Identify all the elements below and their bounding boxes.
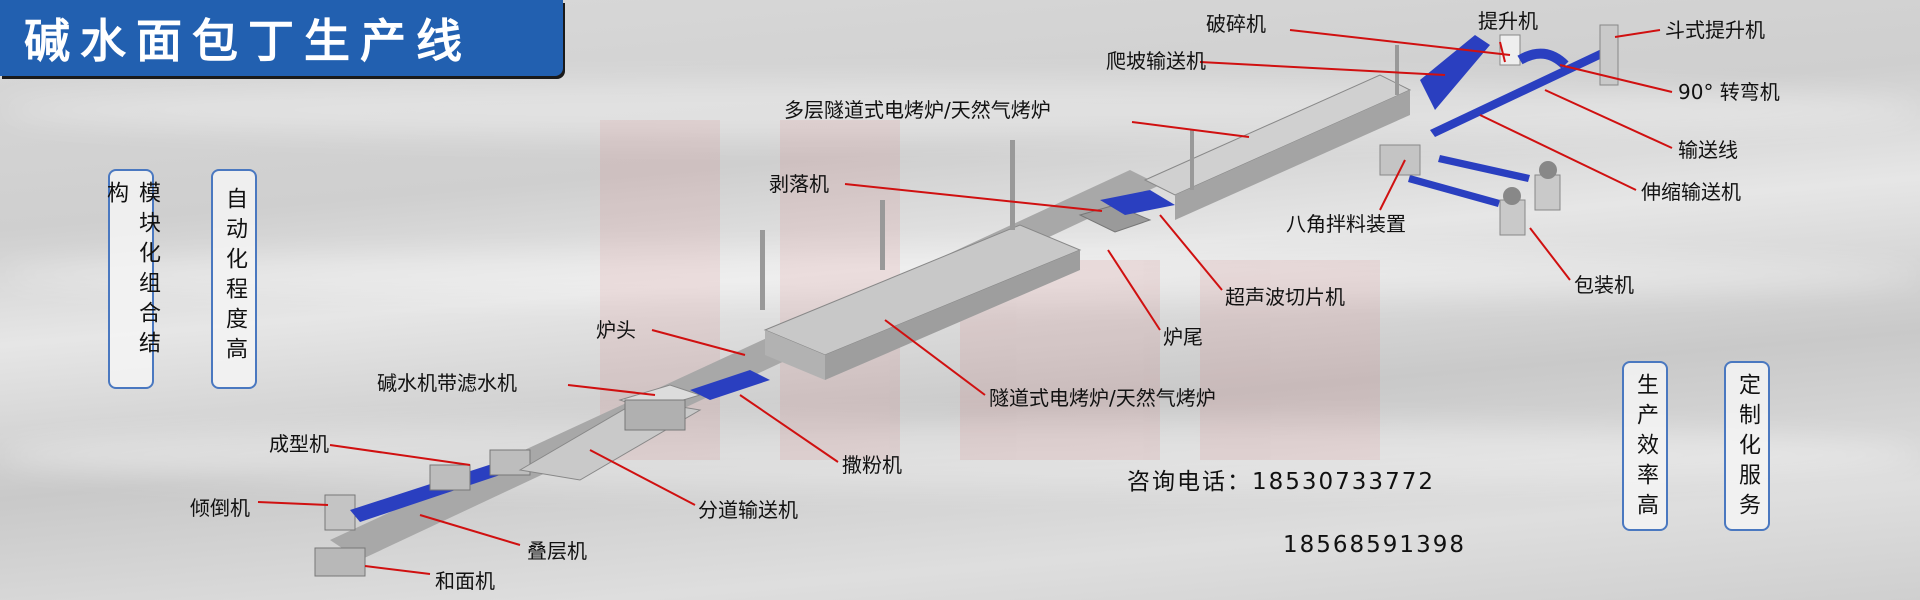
feature-badge-efficiency: 生产效率高 bbox=[1622, 361, 1668, 531]
label-multi-oven: 多层隧道式电烤炉/天然气烤炉 bbox=[784, 98, 1051, 122]
label-telescopic-conveyor: 伸缩输送机 bbox=[1641, 180, 1741, 204]
packer-machine bbox=[1499, 199, 1526, 236]
feature-badge-automation: 自动化程度高 bbox=[211, 169, 257, 389]
label-incline-conveyor: 爬坡输送机 bbox=[1106, 49, 1206, 73]
page-title: 碱水面包丁生产线 bbox=[24, 14, 472, 68]
label-dough-mixer: 和面机 bbox=[435, 569, 495, 593]
label-tunnel-oven: 隧道式电烤炉/天然气烤炉 bbox=[989, 386, 1216, 410]
label-laminator: 叠层机 bbox=[527, 539, 587, 563]
dough-mixer-machine bbox=[314, 547, 366, 577]
telescopic-conveyor-machine bbox=[1438, 155, 1530, 182]
label-bucket-elevator: 斗式提升机 bbox=[1665, 18, 1765, 42]
label-lane-conveyor: 分道输送机 bbox=[698, 498, 798, 522]
label-crusher: 破碎机 bbox=[1206, 12, 1266, 36]
label-duster: 撒粉机 bbox=[842, 453, 902, 477]
feature-text: 生产效率高 bbox=[1633, 373, 1658, 523]
title-banner: 碱水面包丁生产线 bbox=[0, 0, 563, 76]
feature-badge-custom: 定制化服务 bbox=[1724, 361, 1770, 531]
label-peeler: 剥落机 bbox=[769, 172, 829, 196]
incline-conveyor-machine bbox=[1420, 35, 1490, 110]
label-ultrasonic-slicer: 超声波切片机 bbox=[1225, 285, 1345, 309]
duster-belt bbox=[690, 370, 770, 400]
label-tipper: 倾倒机 bbox=[190, 496, 250, 520]
tipper-machine bbox=[324, 494, 356, 531]
contact-phone-1: 咨询电话：18530733772 bbox=[1127, 469, 1435, 495]
octagon-mixer-machine bbox=[1379, 144, 1421, 176]
contact-phone-2: 18568591398 bbox=[1283, 532, 1466, 558]
multi-oven-side bbox=[1175, 90, 1410, 220]
slicer-belt bbox=[1100, 190, 1175, 215]
label-packer: 包装机 bbox=[1574, 273, 1634, 297]
multi-oven-top bbox=[1143, 74, 1412, 196]
feature-text: 模块化组合结构 bbox=[103, 181, 160, 361]
feature-text: 自动化程度高 bbox=[222, 187, 247, 367]
tunnel-oven-side bbox=[825, 250, 1080, 380]
label-oven-tail: 炉尾 bbox=[1163, 325, 1203, 349]
label-forming: 成型机 bbox=[269, 432, 329, 456]
feature-badge-modular: 模块化组合结构 bbox=[103, 169, 160, 389]
label-octagon-mixer: 八角拌料装置 bbox=[1286, 212, 1406, 236]
label-elevator: 提升机 bbox=[1478, 9, 1538, 33]
label-oven-head: 炉头 bbox=[596, 318, 636, 342]
label-alkali-machine: 碱水机带滤水机 bbox=[377, 371, 517, 395]
label-turn-90: 90° 转弯机 bbox=[1678, 80, 1780, 104]
leader-lines bbox=[257, 29, 1673, 575]
turn-90-machine bbox=[1517, 48, 1569, 69]
label-conveyor-line: 输送线 bbox=[1678, 138, 1738, 162]
feature-text: 定制化服务 bbox=[1735, 373, 1760, 523]
peeler-belt bbox=[1078, 204, 1152, 233]
